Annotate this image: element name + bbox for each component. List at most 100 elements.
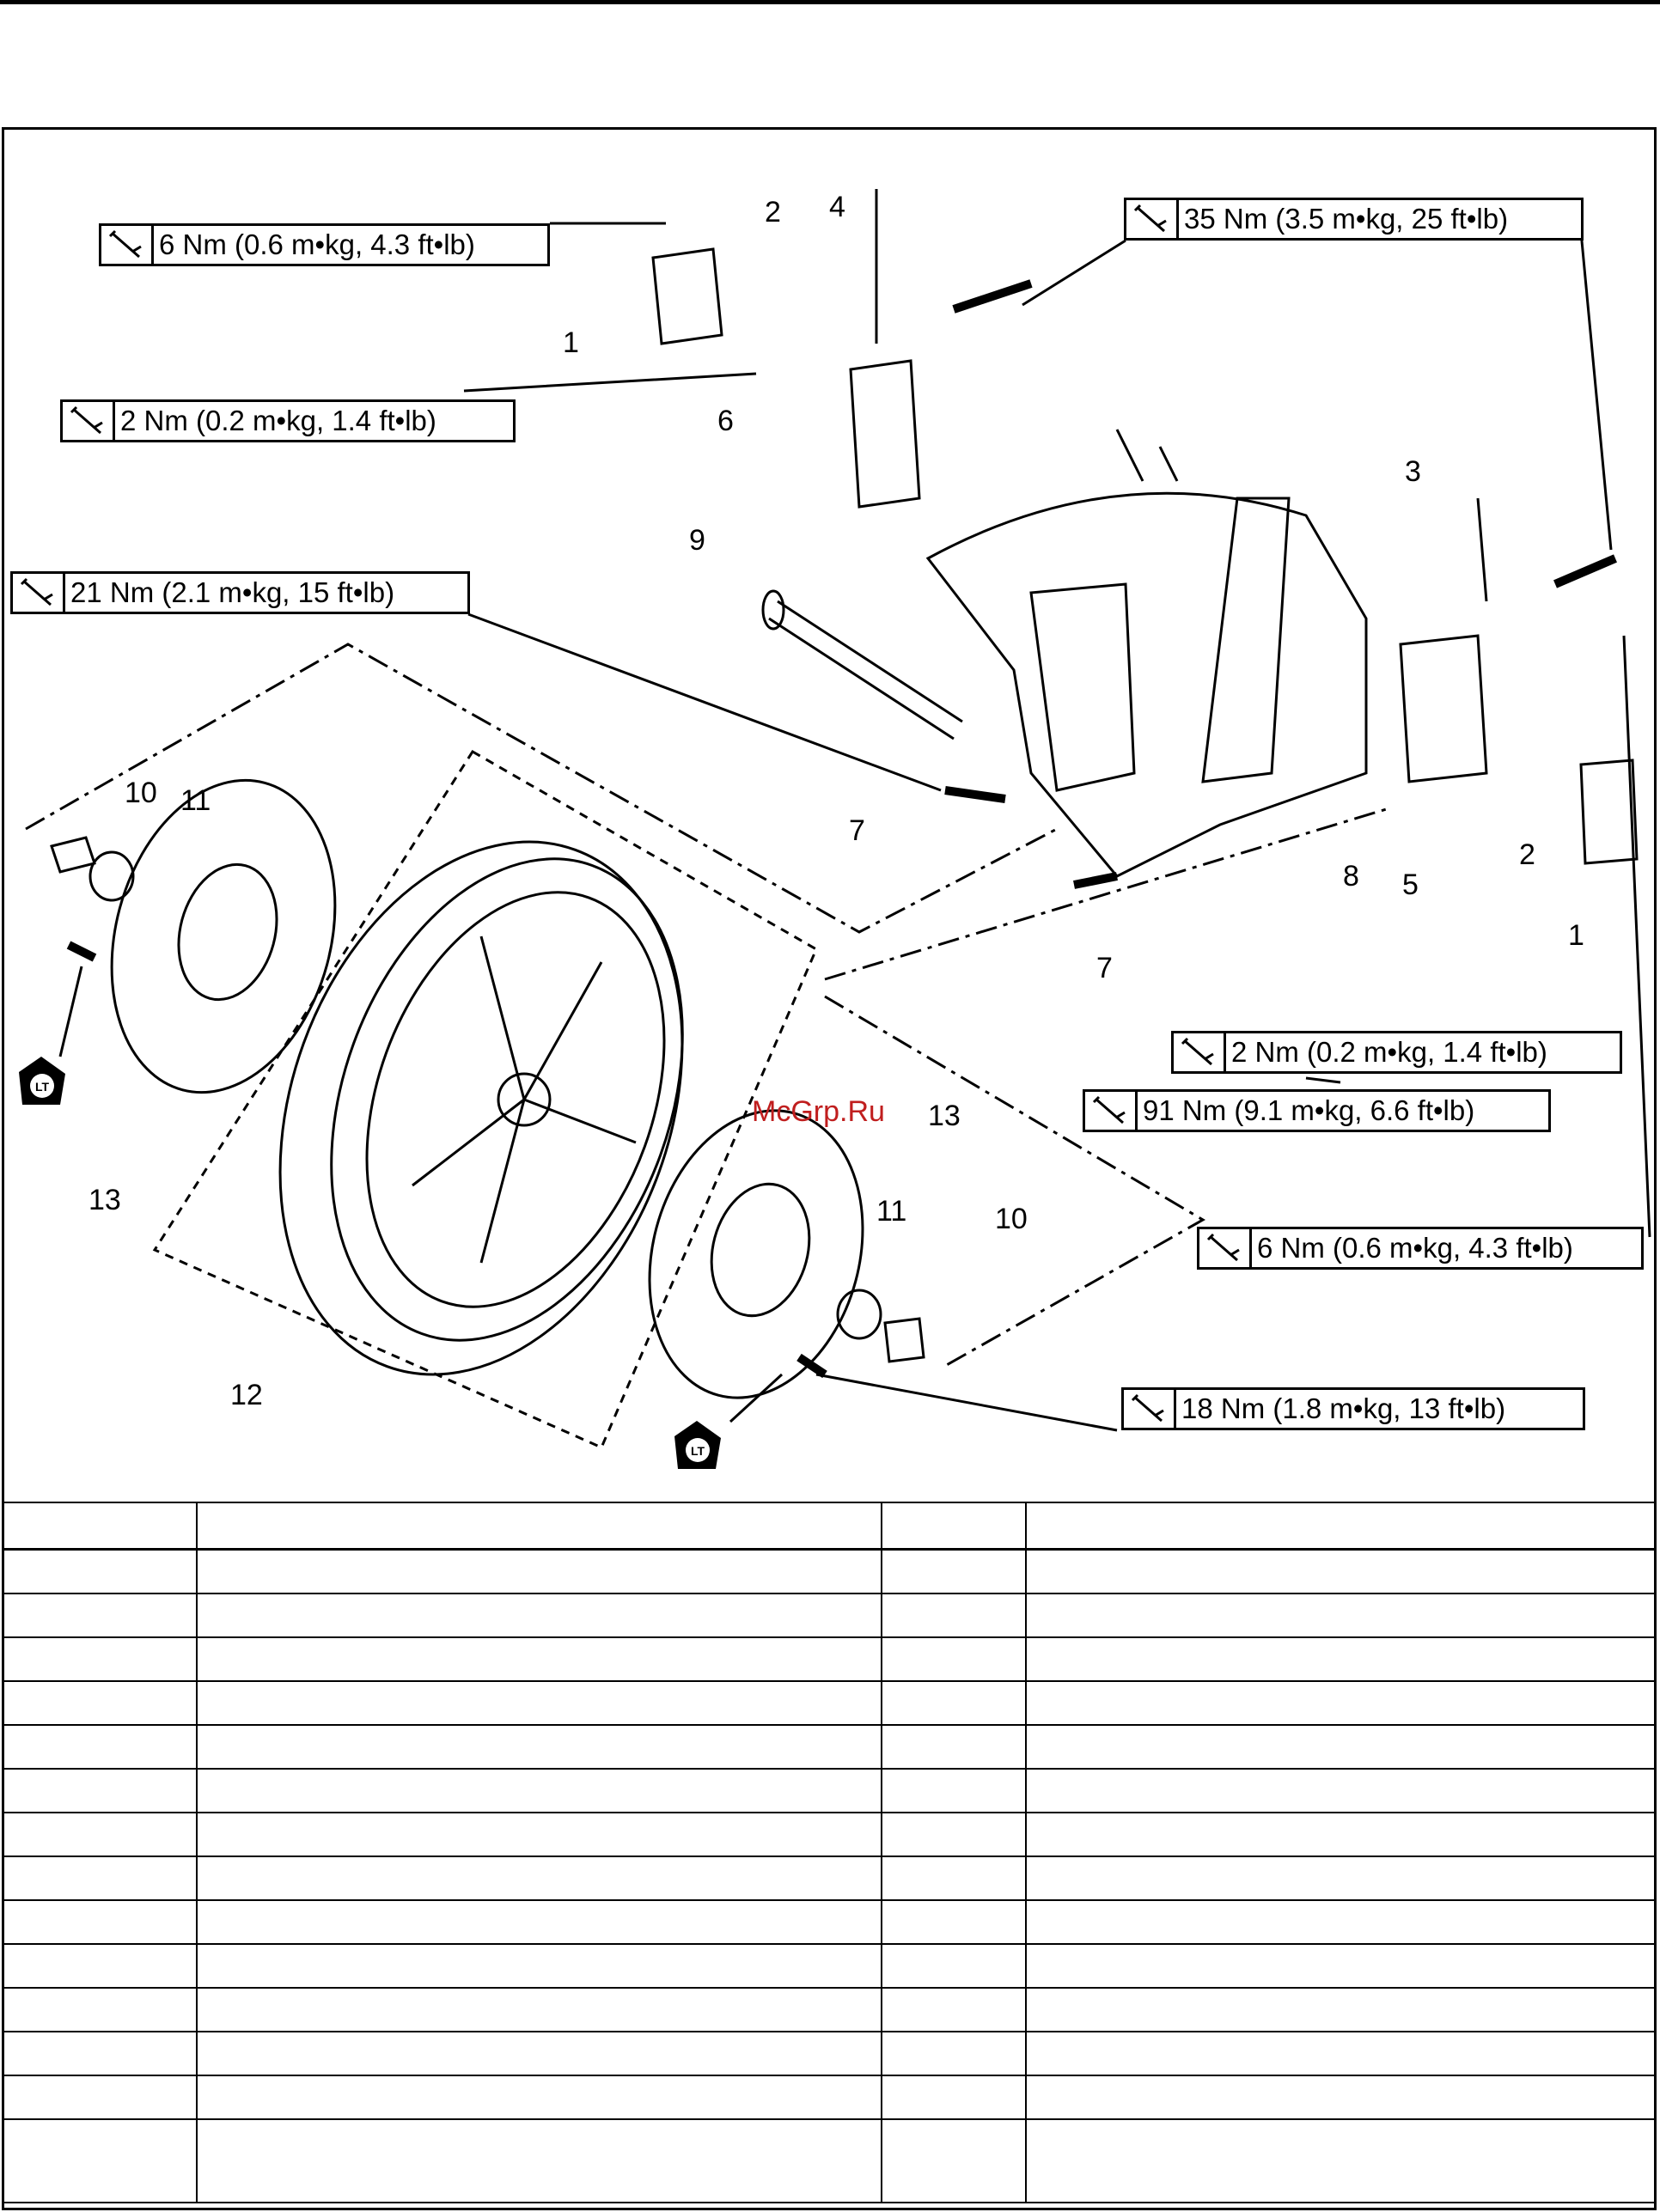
table-row	[2, 1987, 1657, 2032]
oil-seal-right	[836, 1289, 882, 1340]
table-row	[2, 1943, 1657, 1989]
lt-label: LT	[691, 1444, 705, 1458]
torque-spec-pinch-bolt: 21 Nm (2.1 m•kg, 15 ft•lb)	[10, 571, 470, 614]
torque-wrench-icon	[63, 402, 115, 440]
wheel-dashed-group	[152, 749, 818, 1449]
callout-2: 2	[1519, 838, 1535, 871]
left-fork-leg	[1029, 582, 1136, 792]
torque-value: 91 Nm (9.1 m•kg, 6.6 ft•lb)	[1143, 1094, 1475, 1126]
callout-7: 7	[849, 814, 865, 847]
callout-7: 7	[1096, 952, 1113, 984]
caliper-bolt-right	[1553, 554, 1617, 588]
torque-wrench-icon	[1199, 1229, 1252, 1267]
brake-hoses	[875, 189, 1488, 602]
torque-spec-cover-bolt-right: 6 Nm (0.6 m•kg, 4.3 ft•lb)	[1197, 1227, 1644, 1270]
top-rule	[0, 0, 1660, 4]
torque-value: 6 Nm (0.6 m•kg, 4.3 ft•lb)	[159, 229, 475, 260]
torque-value: 2 Nm (0.2 m•kg, 1.4 ft•lb)	[120, 405, 436, 436]
fork-tubes	[1115, 429, 1179, 482]
page-frame	[2, 127, 1657, 2210]
callout-3: 3	[1405, 455, 1421, 488]
brake-disc-left-center	[177, 862, 278, 1002]
disc-bolt-left	[66, 941, 97, 962]
torque-value: 6 Nm (0.6 m•kg, 4.3 ft•lb)	[1257, 1232, 1573, 1264]
pinch-bolt-right	[1073, 872, 1118, 889]
tire-outer	[278, 840, 684, 1376]
callout-13: 13	[88, 1184, 121, 1216]
callout-10: 10	[995, 1203, 1028, 1235]
callout-6: 6	[717, 405, 734, 437]
callout-8: 8	[1343, 860, 1359, 893]
assembly-centerline	[824, 806, 1393, 1368]
torque-value: 2 Nm (0.2 m•kg, 1.4 ft•lb)	[1231, 1036, 1547, 1068]
cover-right	[1579, 759, 1639, 865]
locktite-icon: LT	[19, 1057, 65, 1105]
brake-caliper-right	[1399, 634, 1488, 783]
axle-centerline	[25, 643, 1058, 934]
torque-wrench-icon	[1124, 1390, 1176, 1428]
lt-label: LT	[35, 1080, 50, 1094]
callout-5: 5	[1402, 868, 1419, 901]
torque-wrench-icon	[13, 574, 65, 612]
callout-11: 11	[180, 784, 211, 817]
callout-10: 10	[125, 777, 157, 809]
table-header-row	[2, 1502, 1657, 1551]
callout-4: 4	[829, 191, 845, 223]
caliper-bolt-left	[952, 279, 1033, 314]
locktite-icon: LT	[674, 1421, 721, 1469]
torque-value: 21 Nm (2.1 m•kg, 15 ft•lb)	[70, 576, 395, 608]
torque-value: 35 Nm (3.5 m•kg, 25 ft•lb)	[1184, 203, 1509, 235]
fender-outline	[925, 491, 1368, 878]
brake-caliper-left	[849, 359, 921, 509]
callout-2: 2	[765, 196, 781, 229]
table-row	[2, 1724, 1657, 1770]
table-row	[2, 1636, 1657, 1682]
axle-end	[761, 589, 785, 631]
rim	[365, 891, 666, 1308]
torque-spec-bolt-left: 2 Nm (0.2 m•kg, 1.4 ft•lb)	[60, 399, 516, 442]
watermark-text: McGrp.Ru	[752, 1095, 885, 1128]
callout-11: 11	[876, 1195, 907, 1228]
tire-inner	[330, 857, 684, 1342]
cover-left	[651, 247, 723, 345]
torque-wrench-icon	[1085, 1092, 1138, 1130]
torque-spec-axle-bolt: 91 Nm (9.1 m•kg, 6.6 ft•lb)	[1083, 1089, 1551, 1132]
brake-disc-left	[110, 778, 337, 1094]
table-row	[2, 1593, 1657, 1638]
torque-spec-caliper-bolt: 35 Nm (3.5 m•kg, 25 ft•lb)	[1124, 198, 1584, 241]
wheel-hub	[497, 1072, 552, 1127]
callout-1: 1	[1568, 919, 1584, 952]
table-row	[2, 1899, 1657, 1945]
lt-arrow-right	[729, 1373, 784, 1423]
torque-wrench-icon	[1174, 1033, 1226, 1071]
torque-spec-disc-bolt: 18 Nm (1.8 m•kg, 13 ft•lb)	[1121, 1387, 1585, 1430]
callout-13: 13	[928, 1100, 961, 1132]
table-row	[2, 1548, 1657, 1594]
table-row	[2, 2031, 1657, 2076]
front-wheel-exploded-diagram	[25, 189, 1651, 1449]
brake-disc-right	[648, 1109, 864, 1399]
table-row	[2, 1768, 1657, 1813]
callout-12: 12	[230, 1379, 263, 1411]
disc-bolt-right	[796, 1353, 827, 1379]
parts-table	[2, 1502, 1657, 2203]
collar-left	[50, 836, 96, 874]
collar-right	[883, 1317, 925, 1363]
table-row	[2, 1856, 1657, 1901]
table-row	[2, 2118, 1657, 2203]
wheel-spokes	[412, 935, 637, 1264]
wheel-axle	[768, 600, 963, 740]
brake-disc-right-center	[710, 1182, 811, 1318]
pinch-bolt-left	[944, 786, 1006, 803]
lt-arrow-left	[58, 966, 83, 1057]
torque-wrench-icon	[101, 226, 154, 264]
torque-spec-bolt-right: 2 Nm (0.2 m•kg, 1.4 ft•lb)	[1171, 1031, 1622, 1074]
callout-1: 1	[563, 326, 579, 359]
oil-seal-left	[88, 850, 135, 902]
table-row	[2, 1812, 1657, 1857]
callout-9: 9	[689, 524, 705, 557]
table-row	[2, 2075, 1657, 2120]
torque-value: 18 Nm (1.8 m•kg, 13 ft•lb)	[1181, 1392, 1506, 1424]
torque-wrench-icon	[1126, 200, 1179, 238]
